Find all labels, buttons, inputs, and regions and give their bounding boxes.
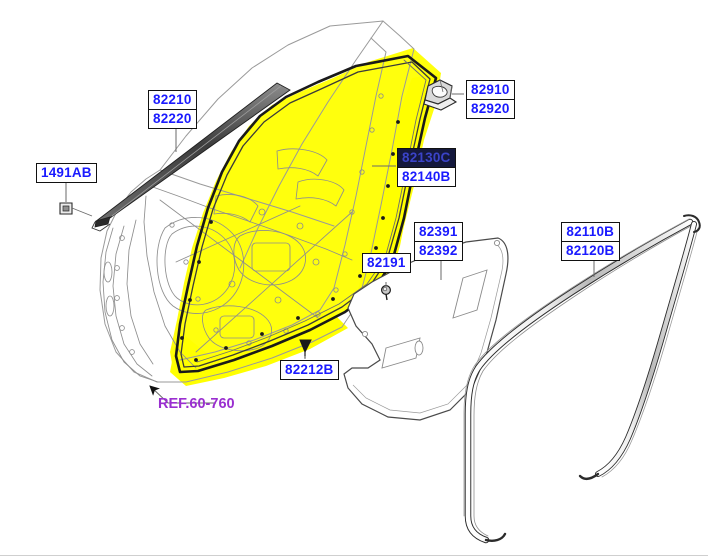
door-inner-panel-structure [102, 93, 384, 383]
callout-82910-82920[interactable]: 82910 82920 [466, 80, 515, 119]
callout-82191[interactable]: 82191 [362, 253, 411, 273]
reference-note-door-panel[interactable]: REF.60-760 [158, 396, 235, 412]
callout-82130C-82140B[interactable]: 82130C 82140B [397, 148, 456, 187]
reference-leader-arrow [149, 385, 216, 404]
callout-line[interactable]: 82110B [562, 223, 619, 241]
weatherstrip-clip-82191 [381, 285, 392, 301]
callout-82391-82392[interactable]: 82391 82392 [414, 222, 463, 261]
door-moisture-barrier [343, 237, 509, 421]
door-frame-run-channel [463, 214, 701, 544]
callout-line[interactable]: 82920 [467, 99, 514, 118]
callout-line[interactable]: 82220 [149, 109, 196, 128]
callout-82110B-82120B[interactable]: 82110B 82120B [561, 222, 620, 261]
weatherstrip-corner-piece [423, 79, 458, 111]
callout-line[interactable]: 1491AB [37, 164, 96, 182]
callout-line[interactable]: 82910 [467, 81, 514, 99]
callout-line[interactable]: 82212B [281, 361, 338, 379]
door-belt-molding [91, 82, 291, 232]
callout-1491AB[interactable]: 1491AB [36, 163, 97, 183]
callout-line[interactable]: 82140B [398, 167, 455, 186]
callout-line[interactable]: 82392 [415, 241, 462, 260]
callout-line[interactable]: 82391 [415, 223, 462, 241]
callout-line[interactable]: 82191 [363, 254, 410, 272]
callout-line[interactable]: 82210 [149, 91, 196, 109]
callout-line[interactable]: 82120B [562, 241, 619, 260]
callout-82210-82220[interactable]: 82210 82220 [148, 90, 197, 129]
belt-molding-clip-1491AB [59, 202, 93, 217]
callout-82212B[interactable]: 82212B [280, 360, 339, 380]
callout-line-selected[interactable]: 82130C [398, 149, 455, 167]
